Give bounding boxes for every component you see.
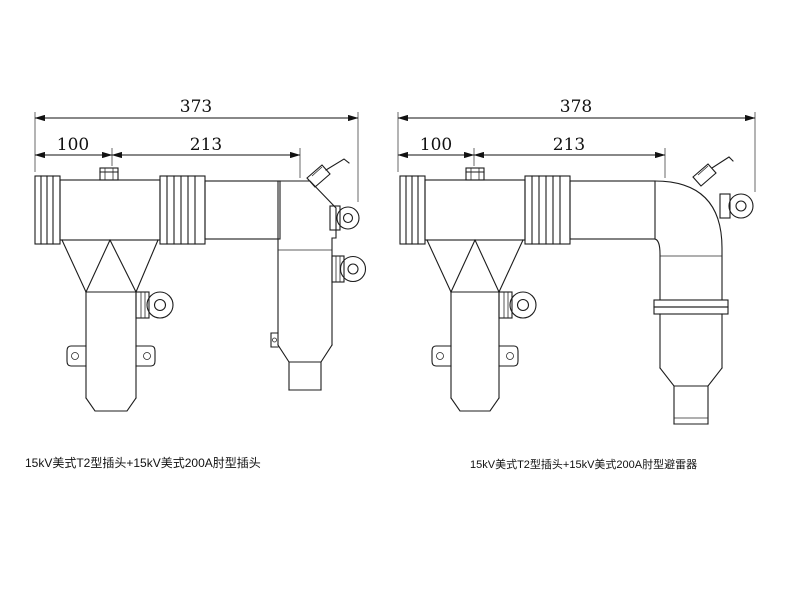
right-dimensions: 378 100 213 (397, 97, 756, 192)
elbow-cap-lever (306, 158, 350, 188)
left-dim-middle: 213 (190, 135, 222, 155)
right-mounting-ears (431, 345, 519, 367)
left-elbow-plug (270, 158, 367, 391)
right-dim-middle: 213 (553, 135, 585, 155)
right-dim-left: 100 (420, 135, 452, 155)
elbow-upper-eye (329, 205, 360, 231)
test-point-cap (99, 167, 119, 181)
left-horizontal-tube (34, 167, 281, 245)
right-pulling-eye (498, 291, 537, 319)
right-elbow-arrester (653, 156, 754, 425)
test-point-cap (465, 167, 485, 181)
arrester-eye (719, 193, 754, 219)
left-dim-left: 100 (57, 135, 89, 155)
elbow-lower-eye (331, 255, 367, 283)
left-dimensions: 373 100 213 (34, 97, 359, 202)
left-assembly-drawing: 373 100 213 15kV美式T2型插头+15kV美式200A肘型插头 (25, 97, 367, 470)
left-pulling-eye (135, 291, 174, 319)
left-mounting-ears (66, 345, 156, 367)
left-dim-overall: 373 (180, 97, 212, 117)
left-assembly-caption: 15kV美式T2型插头+15kV美式200A肘型插头 (25, 455, 261, 470)
right-horizontal-tube (399, 167, 656, 245)
right-vertical-body (426, 239, 537, 412)
left-vertical-body (61, 239, 174, 412)
right-dim-overall: 378 (560, 97, 592, 117)
right-assembly-drawing: 378 100 213 15kV美式T2型插头+15kV美式200A肘型避雷器 (397, 97, 756, 471)
right-assembly-caption: 15kV美式T2型插头+15kV美式200A肘型避雷器 (470, 457, 697, 471)
arrester-cap-lever (692, 156, 734, 187)
